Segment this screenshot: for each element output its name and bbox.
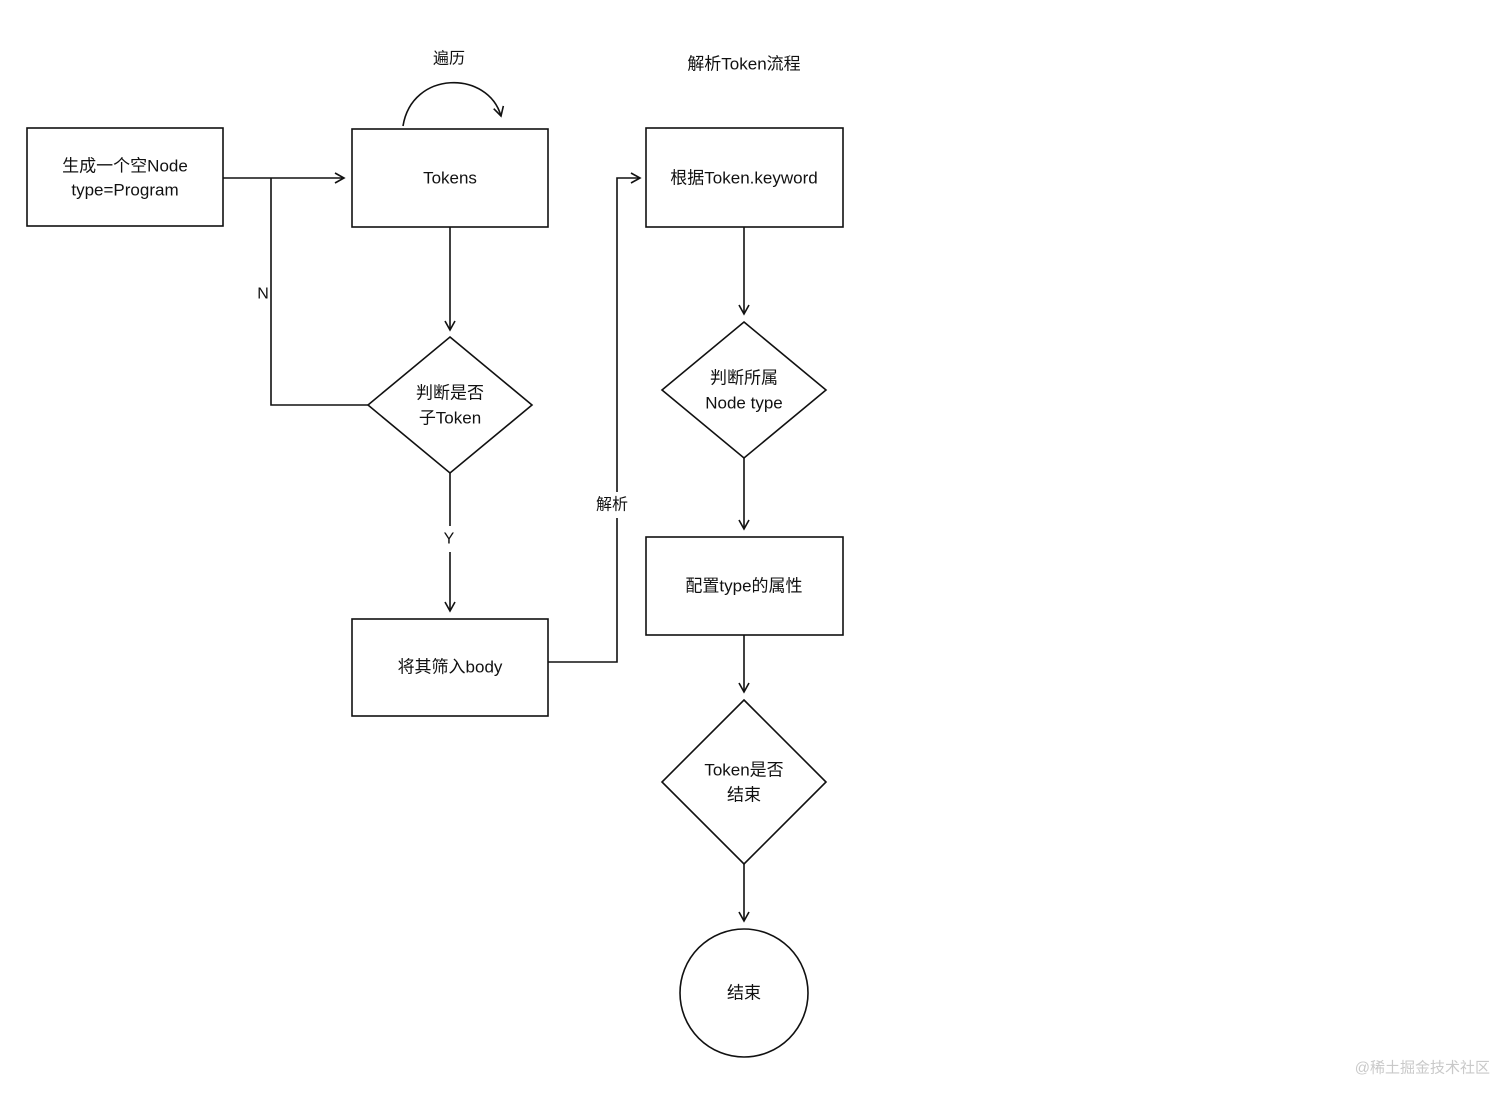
tokens-node: Tokens [351,128,549,228]
n-branch-label: N [257,286,269,303]
parse-path [548,172,642,663]
parse-label: 解析 [596,496,628,514]
token-end-diamond-shape [660,698,828,866]
config-node-box [645,536,844,636]
parse-label-mask [592,492,632,518]
start-node-label-line1: 生成一个空Node [62,157,188,176]
start-node-box [26,127,224,227]
child-token-diamond-shape [366,335,534,475]
watermark: @稀土掘金技术社区 [1355,1060,1490,1077]
child-token-diamond-label-line1: 判断是否 [416,384,484,403]
node-type-diamond-label-line1: 判断所属 [710,369,778,388]
keyword-node: 根据Token.keyword [645,127,844,228]
diagram-title: 解析Token流程 [687,55,800,74]
end-node-label: 结束 [727,984,761,1003]
start-node: 生成一个空Node type=Program [26,127,224,227]
node-type-diamond-shape [660,320,828,460]
config-node: 配置type的属性 [645,536,844,636]
y-branch-label: Y [444,531,455,548]
child-token-diamond: 判断是否 子Token [366,335,534,475]
loop-label: 遍历 [433,50,465,68]
body-node-label: 将其筛入body [398,658,503,677]
body-node-box [351,618,549,717]
end-node: 结束 [679,928,809,1058]
end-node-circle [679,928,809,1058]
keyword-node-box [645,127,844,228]
node-type-diamond-label-line2: Node type [705,394,783,413]
config-node-label: 配置type的属性 [685,577,802,596]
token-end-diamond-label-line2: 结束 [727,786,761,805]
token-end-diamond-label-line1: Token是否 [704,761,783,780]
loop-arrow [402,81,505,127]
keyword-node-label: 根据Token.keyword [670,169,817,188]
n-return-path [270,178,368,406]
tokens-node-label: Tokens [423,169,477,188]
start-node-label-line2: type=Program [71,181,178,200]
token-end-diamond: Token是否 结束 [660,698,828,866]
node-type-diamond: 判断所属 Node type [660,320,828,460]
y-label-mask [436,526,462,552]
tokens-node-box [351,128,549,228]
child-token-diamond-label-line2: 子Token [419,409,481,428]
body-node: 将其筛入body [351,618,549,717]
